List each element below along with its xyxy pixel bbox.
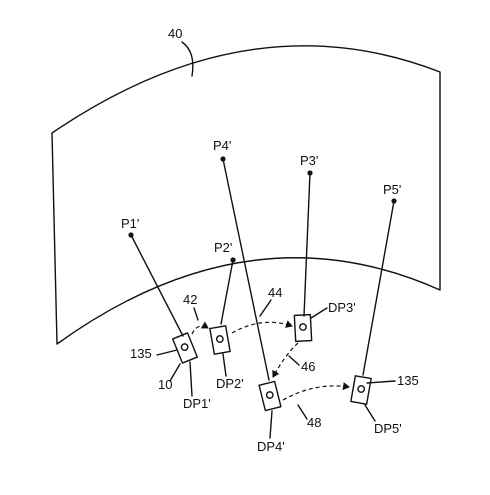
label-dp1: DP1' <box>183 396 211 411</box>
ref-44-leader <box>259 299 272 317</box>
ref-135-left-leader <box>156 349 178 356</box>
label-dp4-leader <box>269 410 273 439</box>
ref-46-leader <box>288 355 300 366</box>
label-dp4: DP4' <box>257 439 285 454</box>
label-p3: P3' <box>300 153 318 168</box>
ref-44: 44 <box>268 285 282 300</box>
label-dp2-leader <box>222 353 227 377</box>
device-dp5 <box>350 375 372 405</box>
movement-arrow-46 <box>272 342 299 378</box>
screen-ref-leader <box>181 41 194 77</box>
label-p2: P2' <box>214 240 232 255</box>
label-dp2: DP2' <box>216 376 244 391</box>
label-p4: P4' <box>213 138 231 153</box>
ref-48: 48 <box>307 415 321 430</box>
device-dp4 <box>258 380 282 412</box>
device-dp2 <box>209 325 231 355</box>
label-dp5-leader <box>364 404 376 422</box>
device-dp3 <box>293 313 313 343</box>
label-p5: P5' <box>383 182 401 197</box>
label-dp5: DP5' <box>374 421 402 436</box>
ref-10: 10 <box>158 377 172 392</box>
label-dp3: DP3' <box>328 300 356 315</box>
ref-10-leader <box>169 363 181 382</box>
movement-arrow-48 <box>282 382 350 401</box>
label-dp1-leader <box>189 361 193 397</box>
movement-arrow-42 <box>191 321 209 335</box>
projection-line-p4 <box>222 158 270 381</box>
device-dp1 <box>172 332 198 364</box>
point-p5 <box>391 198 397 204</box>
point-p1 <box>128 232 134 238</box>
label-p1: P1' <box>121 216 139 231</box>
ref-46: 46 <box>301 359 315 374</box>
point-p4 <box>220 156 226 162</box>
point-p3 <box>307 170 313 176</box>
ref-135-right: 135 <box>397 373 419 388</box>
ref-135-left: 135 <box>130 346 152 361</box>
point-p2 <box>230 257 236 263</box>
ref-42: 42 <box>183 292 197 307</box>
label-dp3-leader <box>310 307 328 319</box>
ref-135-right-leader <box>366 380 396 384</box>
projection-line-p5 <box>362 200 395 376</box>
curved-screen <box>51 45 441 345</box>
projection-line-p2 <box>220 259 234 325</box>
screen-ref-label: 40 <box>168 26 182 41</box>
projection-line-p3 <box>303 172 311 317</box>
ref-48-leader <box>297 404 308 420</box>
projection-line-p1 <box>130 234 184 337</box>
movement-arrow-44 <box>231 320 293 334</box>
ref-42-leader <box>193 307 199 321</box>
